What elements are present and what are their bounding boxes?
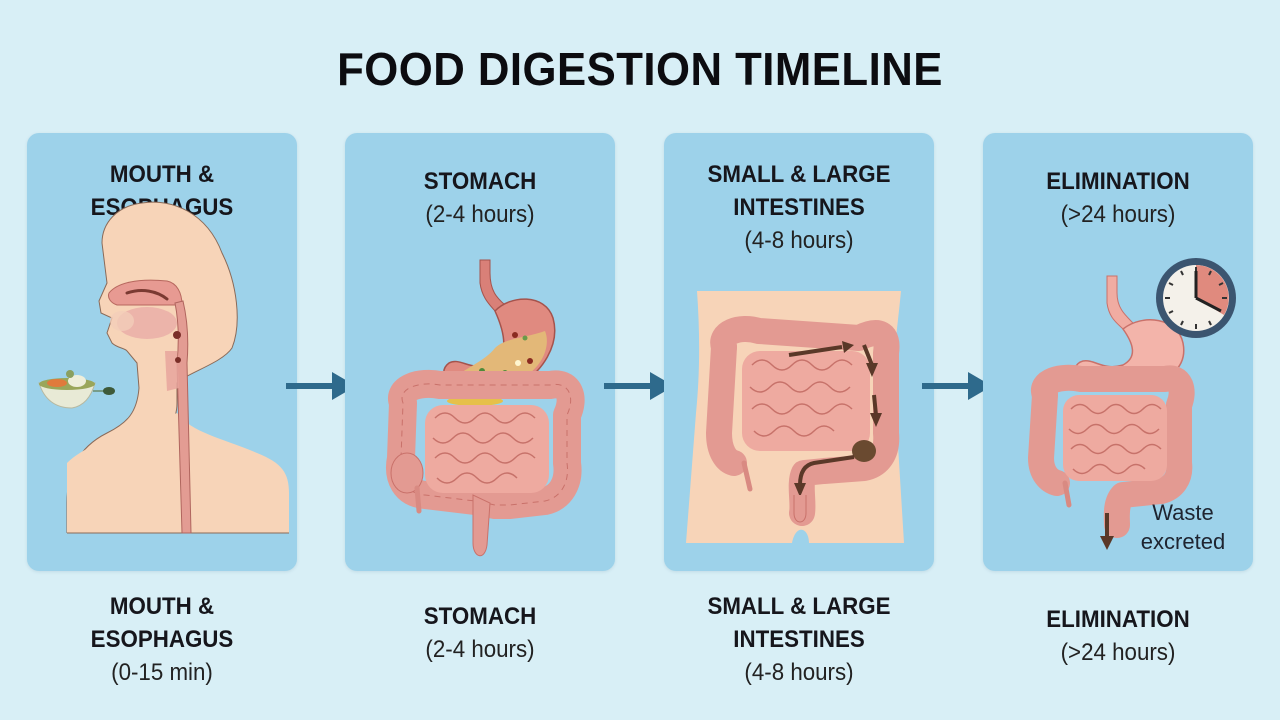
page-title: FOOD DIGESTION TIMELINE — [337, 43, 943, 95]
stage-panel-intestines: SMALL & LARGE INTESTINES (4-8 hours) — [664, 133, 934, 571]
stage-time: (>24 hours) — [1060, 201, 1176, 228]
caption-time: (0-15 min) — [111, 659, 213, 686]
stage-panel-elimination: ELIMINATION (>24 hours) — [983, 133, 1253, 571]
intestines-with-flow-arrows-icon — [686, 291, 904, 543]
stomach-and-intestines-icon — [386, 259, 585, 557]
stage-name-line2: INTESTINES — [733, 194, 865, 221]
stage-name-line1: MOUTH & — [109, 161, 215, 188]
caption-elimination: ELIMINATION (>24 hours) — [983, 603, 1253, 669]
caption-time: (4-8 hours) — [744, 659, 854, 686]
arrow-right-icon — [286, 372, 356, 400]
caption-name-line2: INTESTINES — [733, 626, 865, 653]
stage-header: SMALL & LARGE INTESTINES (4-8 hours) — [664, 158, 934, 257]
arrow-right-icon — [604, 372, 674, 400]
waste-annotation: Waste excreted — [1133, 498, 1233, 556]
head-profile-eating-icon — [38, 201, 289, 534]
caption-name-line2: ESOPHAGUS — [90, 626, 234, 653]
annotation-line1: Waste — [1152, 500, 1214, 525]
stage-name: STOMACH — [423, 168, 537, 195]
stage-time: (2-4 hours) — [425, 201, 535, 228]
caption-time: (>24 hours) — [1060, 639, 1176, 666]
caption-name-line1: MOUTH & — [109, 593, 215, 620]
annotation-line2: excreted — [1140, 529, 1226, 554]
caption-time: (2-4 hours) — [425, 636, 535, 663]
caption-mouth: MOUTH & ESOPHAGUS (0-15 min) — [27, 590, 297, 689]
digestive-tract-with-clock-icon — [1027, 258, 1236, 550]
caption-name: ELIMINATION — [1046, 606, 1190, 633]
stage-panel-mouth: MOUTH & ESOPHAGUS (0-15 min) — [27, 133, 297, 571]
caption-name: STOMACH — [423, 603, 537, 630]
stage-panel-stomach: STOMACH (2-4 hours) — [345, 133, 615, 571]
stage-time: (4-8 hours) — [744, 227, 854, 254]
stage-header: ELIMINATION (>24 hours) — [983, 165, 1253, 231]
stage-name: ELIMINATION — [1046, 168, 1190, 195]
arrow-right-icon — [922, 372, 992, 400]
caption-name-line1: SMALL & LARGE — [707, 593, 891, 620]
stage-header: STOMACH (2-4 hours) — [345, 165, 615, 231]
clock-icon — [1156, 258, 1236, 338]
caption-intestines: SMALL & LARGE INTESTINES (4-8 hours) — [664, 590, 934, 689]
caption-stomach: STOMACH (2-4 hours) — [345, 600, 615, 666]
stage-name-line1: SMALL & LARGE — [707, 161, 891, 188]
